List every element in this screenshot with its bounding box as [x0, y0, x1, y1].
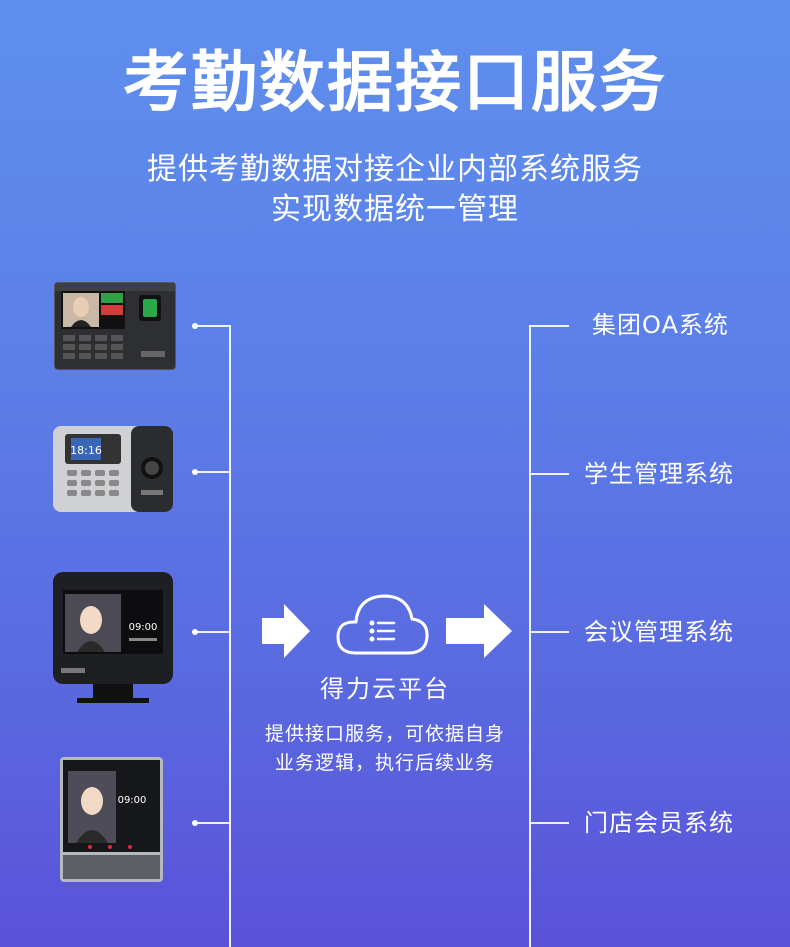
device-4-time: 09:00 — [118, 795, 147, 806]
system-connector-4 — [529, 822, 569, 824]
system-label-meeting: 会议管理系统 — [584, 618, 734, 646]
right-bus-line — [529, 325, 531, 947]
connector-dot — [192, 323, 198, 329]
left-bus-line — [229, 325, 231, 947]
subtitle-line-2: 实现数据统一管理 — [271, 192, 519, 227]
device-4-illustration: 09:00 — [60, 757, 163, 882]
device-connector-3 — [195, 631, 231, 633]
platform-desc-line-1: 提供接口服务，可依据自身 — [264, 723, 505, 745]
arrow-right-icon — [262, 604, 310, 658]
arrow-right-icon — [446, 604, 512, 658]
system-label-oa: 集团OA系统 — [592, 311, 729, 339]
connector-dot — [192, 469, 198, 475]
device-2-illustration: 18:16 — [65, 426, 173, 512]
device-3-time: 09:00 — [129, 622, 158, 633]
device-connector-1 — [195, 325, 231, 327]
connector-dot — [192, 820, 198, 826]
device-2-time: 18:16 — [70, 444, 102, 457]
page-title: 考勤数据接口服务 — [123, 44, 667, 121]
system-connector-2 — [529, 473, 569, 475]
device-fingerprint-terminal: 18:16 — [53, 426, 173, 512]
cloud-icon — [336, 594, 429, 655]
platform-desc-line-2: 业务逻辑，执行后续业务 — [274, 752, 495, 774]
system-label-student: 学生管理系统 — [584, 460, 734, 488]
device-fingerprint-face-terminal — [54, 282, 176, 370]
device-face-terminal-stand: 09:00 — [53, 572, 173, 704]
platform-name: 得力云平台 — [320, 675, 450, 703]
device-connector-4 — [195, 822, 231, 824]
connector-dot — [192, 629, 198, 635]
system-label-store-member: 门店会员系统 — [584, 809, 734, 837]
system-connector-3 — [529, 631, 569, 633]
subtitle-line-1: 提供考勤数据对接企业内部系统服务 — [147, 152, 643, 187]
device-1-illustration — [55, 283, 175, 359]
platform-info: 得力云平台 提供接口服务，可依据自身 业务逻辑，执行后续业务 — [250, 674, 520, 778]
system-connector-1 — [529, 325, 569, 327]
device-face-terminal-panel: 09:00 — [60, 757, 163, 882]
device-3-illustration: 09:00 — [53, 572, 173, 703]
device-connector-2 — [195, 471, 231, 473]
